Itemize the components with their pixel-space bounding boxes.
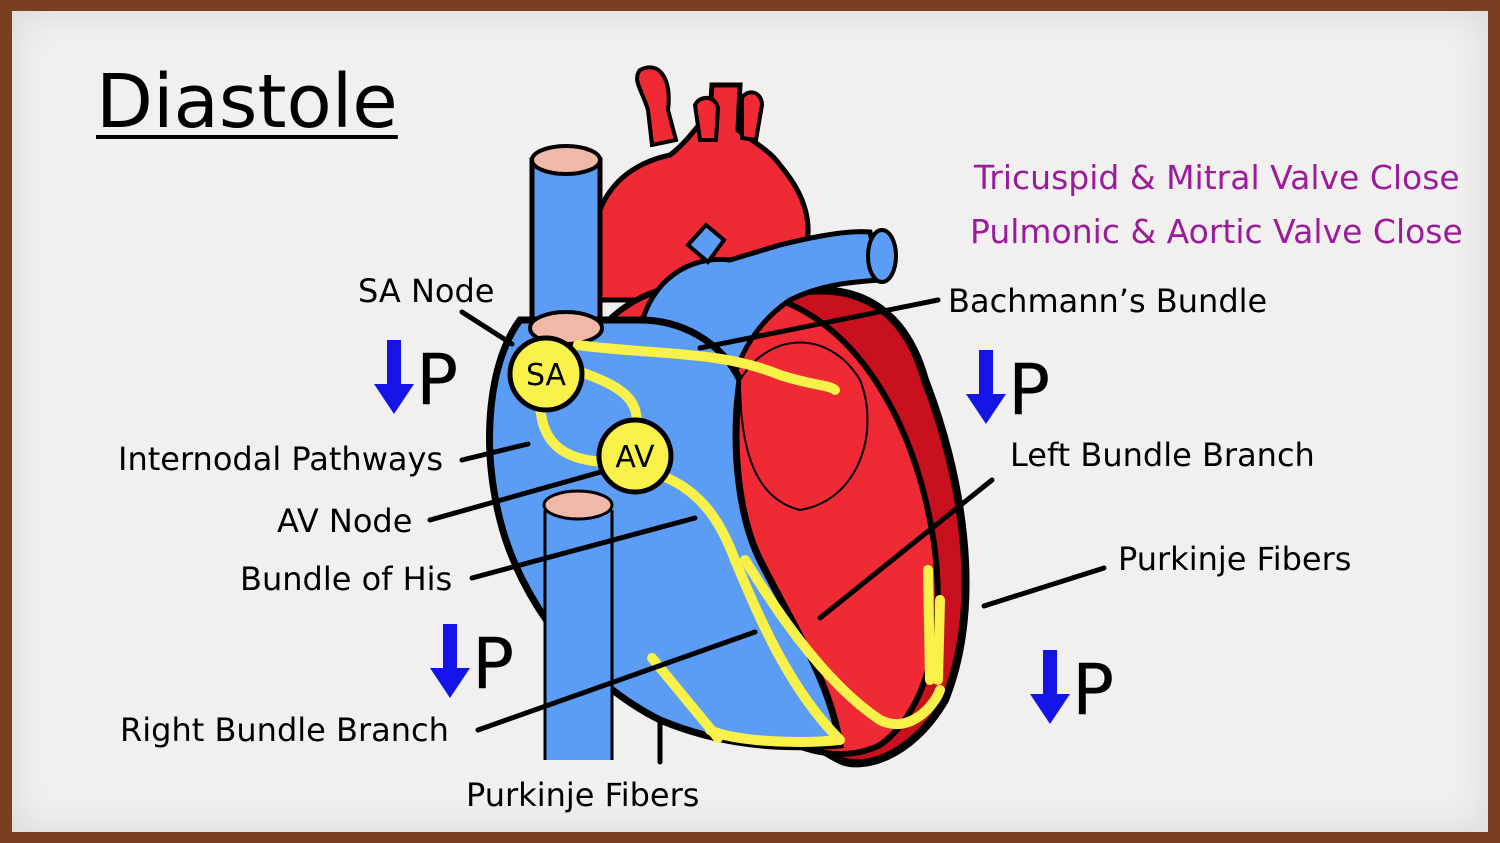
slide-title: Diastole [96,59,398,145]
leader-left-bundle [817,477,995,621]
purkinje-right [647,653,723,743]
aortic-branch-far [740,90,765,143]
pulmonary-branch [685,222,727,265]
pressure-indicator-2: P [966,350,1050,430]
label-av-node: AV Node [277,502,413,540]
aorta [590,82,811,303]
leader-bundle-of-his [469,515,698,581]
bundle-of-his-path [655,470,740,565]
superior-vena-cava-opening [530,144,602,176]
av-node-text: AV [615,440,655,475]
label-right-bundle-branch: Right Bundle Branch [120,711,449,749]
pressure-letter: P [472,623,515,705]
label-purkinje-fibers-bottom: Purkinje Fibers [466,776,700,814]
leader-internodal [459,441,531,463]
pulmonary-opening [866,228,898,284]
leader-lines [427,297,1107,765]
label-internodal-pathways: Internodal Pathways [118,440,444,478]
inferior-vena-cava [545,500,612,760]
leader-purkinje-right [981,565,1107,609]
superior-vena-cava [529,157,603,333]
leader-sa-node [459,309,515,347]
av-node-marker [596,417,674,495]
pressure-letter: P [1072,649,1115,731]
leader-av-node [427,467,611,523]
label-sa-node: SA Node [358,272,495,310]
sa-node-text: SA [526,358,567,393]
label-left-bundle-branch: Left Bundle Branch [1010,436,1315,474]
leader-right-bundle [475,629,758,733]
valve-note-2: Pulmonic & Aortic Valve Close [970,212,1463,251]
pressure-indicator-4: P [1030,650,1114,730]
sa-node-marker [507,335,585,413]
pressure-indicator-3: P [430,624,514,704]
label-bachmanns-bundle: Bachmann’s Bundle [948,282,1268,320]
valve-note-1: Tricuspid & Mitral Valve Close [974,158,1460,197]
inferior-vena-cava-opening [542,489,614,521]
pressure-indicator-1: P [374,340,458,420]
left-bundle-branch-path [740,555,945,730]
bachmanns-bundle-path [573,340,840,395]
label-purkinje-fibers-right: Purkinje Fibers [1118,540,1352,578]
label-bundle-of-his: Bundle of His [240,560,453,598]
down-arrow-icon [430,624,470,698]
pressure-letter: P [416,339,459,421]
pressure-letter: P [1008,349,1051,431]
down-arrow-icon [1030,650,1070,724]
aortic-branch-right [692,95,721,142]
right-bundle-branch-path [705,555,845,747]
aortic-branch-left [635,65,679,148]
down-arrow-icon [966,350,1006,424]
leader-bachmanns [697,297,941,351]
purkinje-left-2 [933,595,945,685]
down-arrow-icon [374,340,414,414]
purkinje-left-1 [923,565,935,685]
